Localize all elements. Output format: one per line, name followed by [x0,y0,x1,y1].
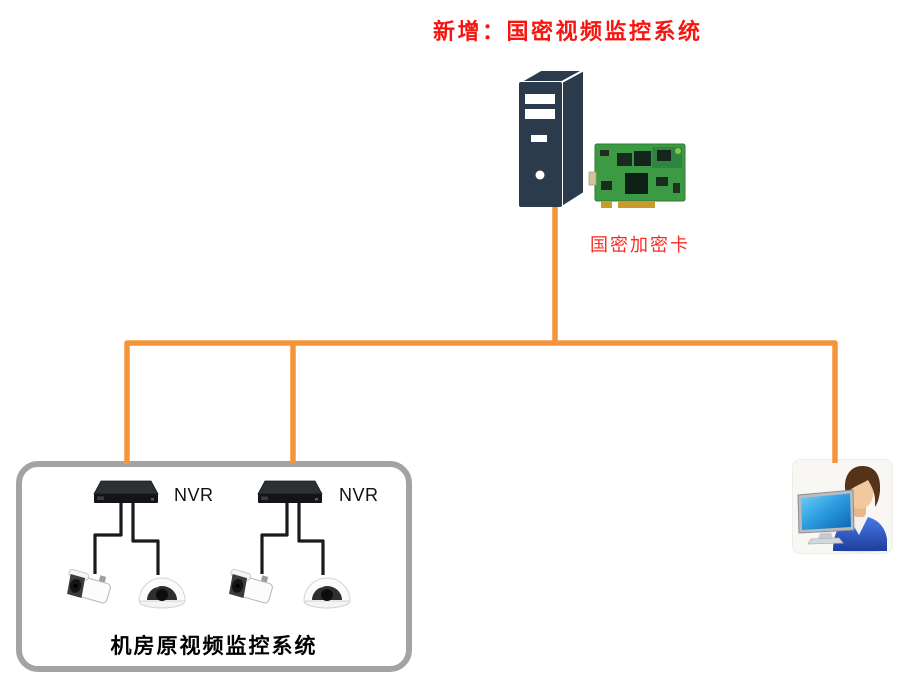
card-component-2 [601,181,612,190]
nvr-front-face [258,494,322,503]
nvr-led [315,498,318,501]
nvr-label-1: NVR [174,485,214,505]
dome-lens [156,589,168,601]
bullet-camera-icon [67,569,111,604]
server-drive-bay-1 [525,94,555,104]
dome-highlight [313,582,325,588]
server-drive-bay-2 [525,109,555,119]
card-chip-1 [617,153,632,166]
nvr-led [151,498,154,501]
monitor-screen [801,493,851,530]
card-led [675,148,681,154]
nvr-label-2: NVR [339,485,379,505]
card-edge-finger-1 [601,201,612,208]
nvr-top-face [93,480,159,495]
encryption-card-label: 国密加密卡 [590,235,690,255]
card-component-3 [656,177,668,186]
server-slot [531,135,547,142]
nvr-logo [97,496,104,500]
server-side-face [561,68,585,209]
camera-lens-core [73,583,78,589]
legacy-system-box [16,461,412,672]
server-tower-icon [516,68,585,209]
nvr-front-face [94,494,158,503]
operator-hair [844,466,881,507]
card-component-1 [600,150,609,156]
card-component-4 [673,183,680,193]
network-bus-line [124,340,838,464]
nvr-top-face [257,480,323,495]
legacy-box-label: 机房原视频监控系统 [110,635,318,658]
card-chip-small [657,150,671,161]
monitor-stand [818,532,833,539]
nvr-logo [261,496,268,500]
card-edge-finger-2 [618,201,655,208]
card-chip-2 [634,151,651,166]
operator-at-computer-icon [792,459,893,554]
dome-lens [321,589,333,601]
card-side-connector [588,171,597,186]
dome-camera-icon [138,577,186,609]
server-power-button [535,170,545,180]
bullet-camera-icon [229,569,273,604]
dome-camera-icon [303,577,351,609]
camera-lens-core [235,583,240,589]
nvr-icon-2 [257,480,323,503]
card-chip-main [625,173,648,194]
diagram-title: 新增：国密视频监控系统 [433,19,703,44]
monitor-base [807,537,844,545]
nvr-icon-1 [93,480,159,503]
pci-encryption-card-icon [588,141,690,215]
dome-highlight [148,582,160,588]
